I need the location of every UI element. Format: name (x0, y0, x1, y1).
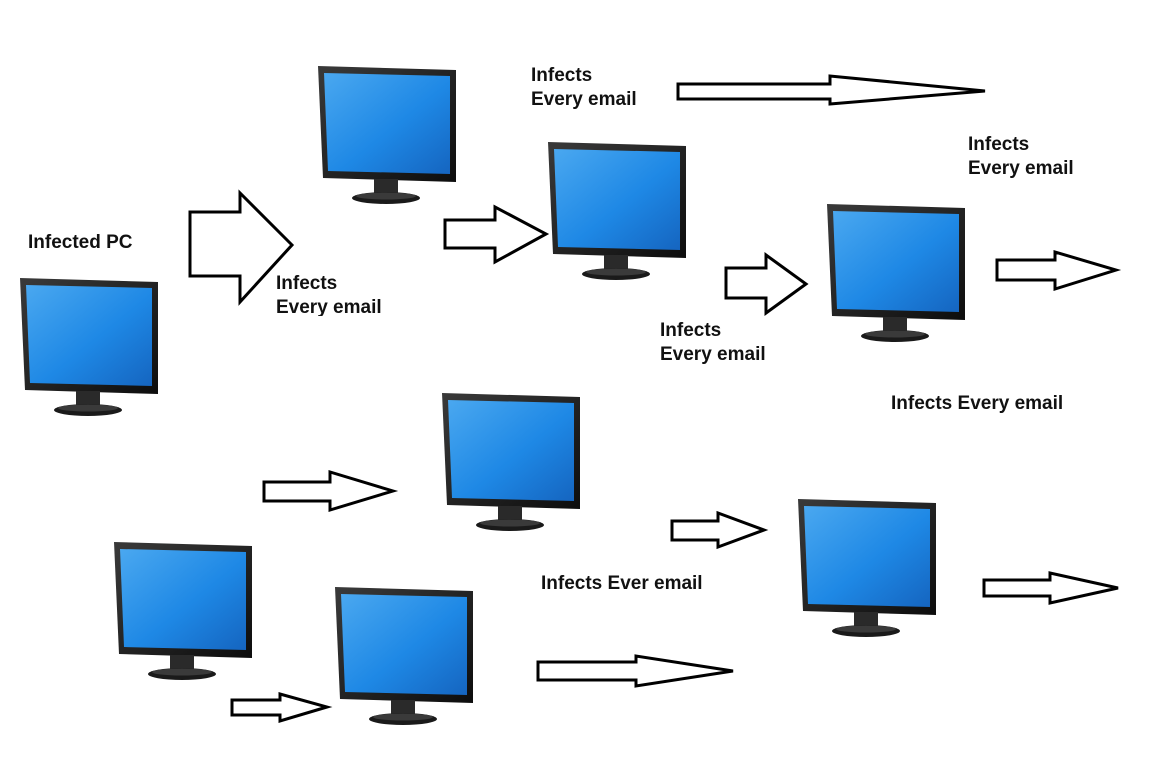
label-line: Every email (276, 297, 382, 316)
monitor-icon (548, 142, 686, 280)
arrow-right-icon (262, 469, 399, 513)
arrow-right-icon (188, 189, 295, 306)
label-line: Infects (531, 65, 593, 86)
arrow-right-icon (230, 692, 333, 724)
label-line: Infects (660, 320, 722, 341)
monitor-icon (798, 499, 936, 637)
arrow-right-icon (536, 654, 734, 688)
monitor-icon (20, 278, 158, 416)
arrow-right-icon (995, 249, 1122, 292)
infects-label-left-arrow: Infects Every email (276, 272, 382, 316)
infects-label-top-right: Infects Every email (968, 133, 1074, 181)
infects-label-center: Infects Every email (660, 319, 766, 364)
infects-label-top-middle: Infects Every email (531, 64, 637, 112)
infects-label-right: Infects Every email (891, 393, 1064, 414)
arrow-right-icon (676, 74, 986, 106)
monitor-icon (442, 393, 580, 531)
arrow-right-icon (670, 510, 769, 550)
label-line: Every email (968, 158, 1074, 179)
infects-label-bottom: Infects Ever email (541, 573, 703, 594)
arrow-right-icon (982, 571, 1119, 605)
monitor-icon (335, 587, 473, 725)
arrow-right-icon (443, 204, 550, 265)
monitor-icon (827, 204, 965, 342)
label-line: Infects (276, 273, 338, 294)
label-line: Every email (531, 89, 637, 110)
infected-pc-label: Infected PC (28, 232, 133, 253)
monitor-icon (318, 66, 456, 204)
arrow-right-icon (724, 252, 809, 316)
monitor-icon (114, 542, 252, 680)
label-line: Every email (660, 344, 766, 364)
label-line: Infects (968, 134, 1030, 155)
